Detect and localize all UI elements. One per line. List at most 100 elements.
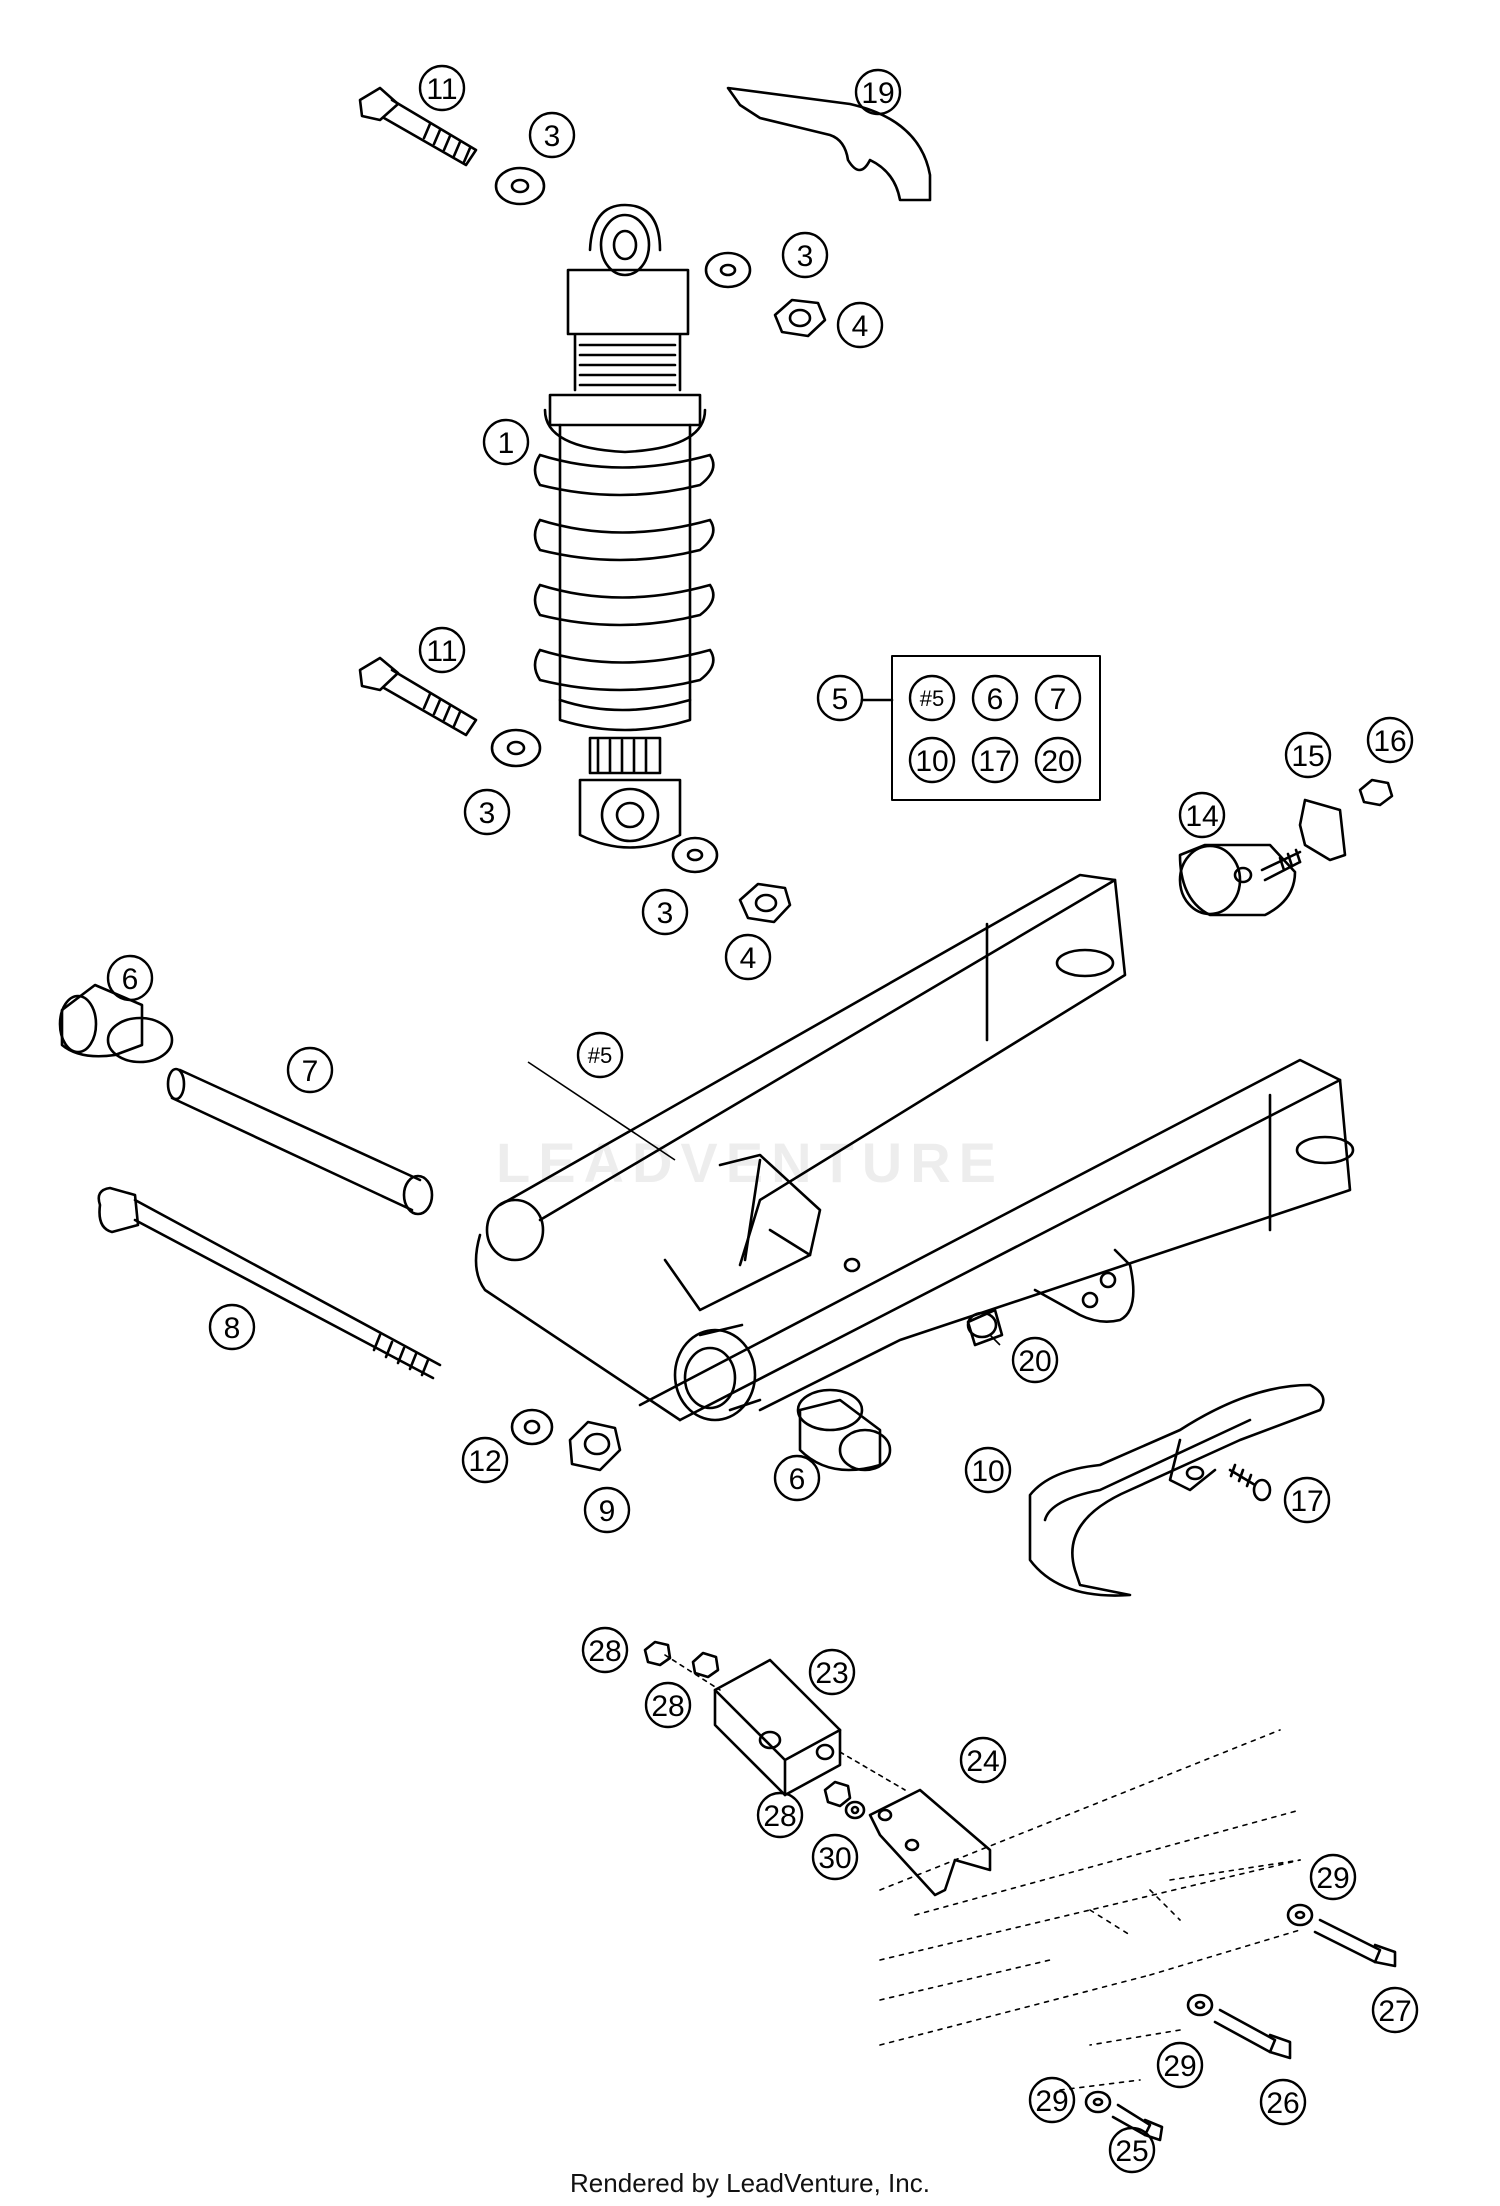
nut-28-b bbox=[691, 1651, 720, 1679]
callout-5-swingarm: #5 bbox=[576, 1031, 624, 1079]
bracket-19 bbox=[726, 86, 932, 202]
washer-3-right-middle bbox=[671, 836, 719, 874]
svg-text:17: 17 bbox=[978, 745, 1011, 778]
nut-4-middle bbox=[738, 882, 792, 924]
kit-item-6: 6 bbox=[971, 674, 1019, 722]
callout-4-middle: 4 bbox=[724, 933, 772, 981]
svg-text:3: 3 bbox=[544, 120, 561, 153]
washer-29-top bbox=[1286, 1903, 1314, 1927]
callout-8: 8 bbox=[208, 1303, 256, 1351]
nut-16 bbox=[1358, 778, 1394, 807]
callout-3-right-top: 3 bbox=[781, 231, 829, 279]
callout-3-left-middle: 3 bbox=[463, 788, 511, 836]
kit-item-17: 17 bbox=[971, 736, 1019, 784]
callout-3-right-middle: 3 bbox=[641, 888, 689, 936]
callout-10: 10 bbox=[964, 1446, 1012, 1494]
svg-text:24: 24 bbox=[966, 1745, 999, 1778]
callout-25: 25 bbox=[1108, 2126, 1156, 2174]
footer-credit: Rendered by LeadVenture, Inc. bbox=[570, 2168, 930, 2198]
svg-text:7: 7 bbox=[302, 1055, 319, 1088]
callout-19: 19 bbox=[854, 68, 902, 116]
bolt-11-middle bbox=[358, 656, 478, 737]
callout-17: 17 bbox=[1283, 1476, 1331, 1524]
bolt-26 bbox=[1213, 2008, 1292, 2060]
svg-text:10: 10 bbox=[971, 1455, 1004, 1488]
kit-item-5ref: #5 bbox=[908, 674, 956, 722]
callout-24: 24 bbox=[959, 1736, 1007, 1784]
svg-text:7: 7 bbox=[1050, 683, 1067, 716]
callout-3-top: 3 bbox=[528, 111, 576, 159]
watermark: LEADVENTURE bbox=[495, 1131, 1005, 1194]
callout-7: 7 bbox=[286, 1046, 334, 1094]
callout-9: 9 bbox=[583, 1486, 631, 1534]
callout-6-right: 6 bbox=[773, 1454, 821, 1502]
svg-text:11: 11 bbox=[426, 73, 457, 106]
svg-text:30: 30 bbox=[818, 1842, 851, 1875]
sleeve-7 bbox=[166, 1067, 434, 1216]
svg-text:26: 26 bbox=[1266, 2087, 1299, 2120]
svg-text:4: 4 bbox=[852, 310, 869, 343]
bracket-24 bbox=[868, 1788, 992, 1897]
svg-text:5: 5 bbox=[832, 683, 849, 716]
svg-text:#5: #5 bbox=[588, 1043, 612, 1068]
svg-text:10: 10 bbox=[915, 745, 948, 778]
svg-text:20: 20 bbox=[1041, 745, 1074, 778]
kit-item-7: 7 bbox=[1034, 674, 1082, 722]
callout-28-c: 28 bbox=[756, 1791, 804, 1839]
bushing-6-right bbox=[796, 1388, 892, 1472]
callout-26: 26 bbox=[1259, 2078, 1307, 2126]
bolt-27 bbox=[1313, 1918, 1397, 1968]
washer-3-right-top bbox=[704, 251, 752, 289]
callout-28-b: 28 bbox=[644, 1681, 692, 1729]
callout-11-top: 11 bbox=[418, 64, 466, 112]
nut-28-a bbox=[643, 1640, 672, 1667]
washer-29-bottom bbox=[1084, 2090, 1112, 2114]
callout-6-left: 6 bbox=[106, 954, 154, 1002]
svg-text:29: 29 bbox=[1035, 2085, 1068, 2118]
nut-28-c bbox=[823, 1780, 852, 1808]
callout-29-top: 29 bbox=[1309, 1853, 1357, 1901]
bolt-25 bbox=[1111, 2103, 1164, 2142]
bolt-11-top bbox=[358, 86, 478, 167]
callout-12: 12 bbox=[461, 1436, 509, 1484]
chain-guide-10 bbox=[1028, 1383, 1325, 1597]
svg-text:9: 9 bbox=[599, 1495, 616, 1528]
callout-15: 15 bbox=[1284, 731, 1332, 779]
svg-text:29: 29 bbox=[1316, 1862, 1349, 1895]
callout-5: 5 bbox=[816, 674, 864, 722]
svg-text:28: 28 bbox=[763, 1800, 796, 1833]
shock-absorber-1 bbox=[533, 203, 715, 849]
nut-4-top bbox=[773, 298, 827, 338]
callout-23: 23 bbox=[808, 1648, 856, 1696]
svg-text:6: 6 bbox=[987, 683, 1004, 716]
washer-12 bbox=[510, 1408, 554, 1446]
callout-16: 16 bbox=[1366, 716, 1414, 764]
callout-29-middle: 29 bbox=[1156, 2041, 1204, 2089]
svg-text:8: 8 bbox=[224, 1312, 241, 1345]
callout-11-middle: 11 bbox=[418, 626, 466, 674]
callout-20: 20 bbox=[1011, 1336, 1059, 1384]
svg-text:#5: #5 bbox=[920, 686, 944, 711]
washer-30 bbox=[844, 1800, 866, 1820]
clamp-block-23 bbox=[664, 1654, 906, 1797]
callout-27: 27 bbox=[1371, 1986, 1419, 2034]
axle-8 bbox=[97, 1186, 442, 1380]
svg-text:23: 23 bbox=[815, 1657, 848, 1690]
swingarm bbox=[474, 873, 1355, 1422]
callout-28-a: 28 bbox=[581, 1626, 629, 1674]
svg-text:25: 25 bbox=[1115, 2135, 1148, 2168]
svg-text:1: 1 bbox=[498, 427, 515, 460]
callout-14: 14 bbox=[1178, 791, 1226, 839]
callout-30: 30 bbox=[811, 1833, 859, 1881]
svg-text:12: 12 bbox=[468, 1445, 501, 1478]
callout-29-bottom: 29 bbox=[1028, 2076, 1076, 2124]
svg-text:29: 29 bbox=[1163, 2050, 1196, 2083]
callout-4-top: 4 bbox=[836, 301, 884, 349]
washer-3-left-middle bbox=[490, 728, 542, 768]
bumper-14 bbox=[1178, 843, 1302, 917]
kit-item-10: 10 bbox=[908, 736, 956, 784]
svg-text:16: 16 bbox=[1373, 725, 1406, 758]
frame-reference bbox=[879, 1729, 1301, 2091]
svg-text:3: 3 bbox=[797, 240, 814, 273]
